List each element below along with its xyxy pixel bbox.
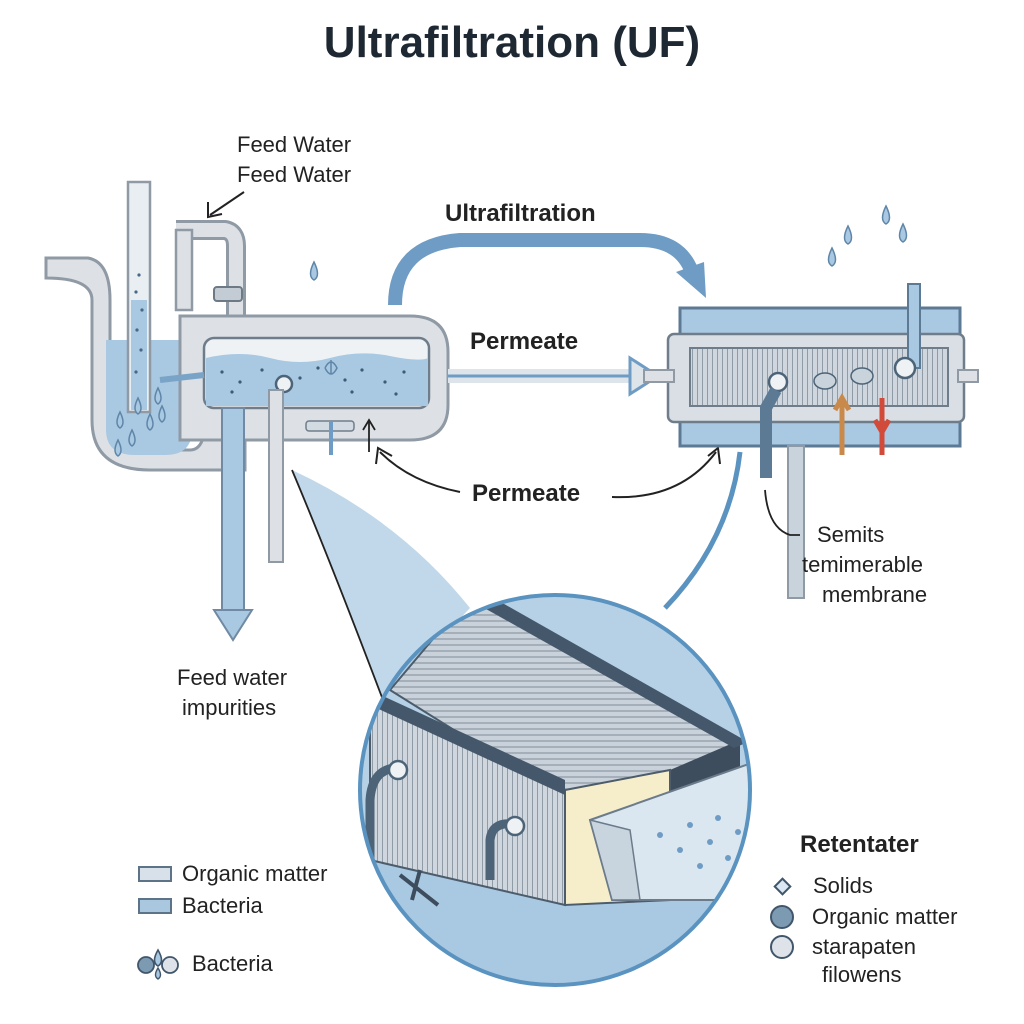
page-title: Ultrafiltration (UF) xyxy=(323,18,701,67)
legend-item-solids: Solids xyxy=(773,873,873,899)
legend-label: starapaten xyxy=(812,934,916,959)
legend-swatch xyxy=(138,866,172,882)
feed-tank xyxy=(44,180,247,472)
drain-pipes xyxy=(212,360,376,642)
water-drops xyxy=(114,204,908,457)
legend-item-separation: starapaten xyxy=(770,934,916,960)
legend-label: Organic matter xyxy=(182,861,328,886)
circle-icon xyxy=(770,935,794,959)
legend-item-bacteria: Bacteria xyxy=(138,893,263,919)
legend-label: Organic matter xyxy=(812,904,958,929)
legend-label: Solids xyxy=(813,873,873,898)
diamond-icon xyxy=(773,876,792,896)
ultrafiltration-label: Ultrafiltration xyxy=(445,200,596,227)
legend-item-bacteria-drops: Bacteria xyxy=(136,948,273,980)
legend-title: Retentater xyxy=(800,831,919,858)
circle-icon xyxy=(770,905,794,929)
zoom-callout xyxy=(291,451,752,987)
membrane-label-line3: membrane xyxy=(822,582,928,607)
legend-item-organic-matter: Organic matter xyxy=(138,861,328,887)
permeate-label-top: Permeate xyxy=(470,328,579,355)
legend-label: Bacteria xyxy=(182,893,263,918)
membrane-label-line1: Semits xyxy=(817,522,885,547)
legend-label: Bacteria xyxy=(192,951,273,976)
impurities-label-line1: Feed water xyxy=(177,665,288,690)
permeate-label-mid: Permeate xyxy=(472,480,581,507)
feed-inlet-pipe xyxy=(174,220,246,330)
membrane-module xyxy=(643,283,979,599)
feed-water-label: Feed Water xyxy=(237,132,352,157)
feed-chamber xyxy=(159,314,450,442)
legend-swatch xyxy=(138,898,172,914)
feed-water-label-2: Feed Water xyxy=(237,162,352,187)
membrane-label-line2: temimerable xyxy=(802,552,924,577)
impurities-label-line2: impurities xyxy=(182,695,277,720)
bacteria-drops-icon xyxy=(137,948,179,980)
legend-extra-line: filowens xyxy=(822,962,902,987)
legend-item-organic-matter-right: Organic matter xyxy=(770,904,958,930)
